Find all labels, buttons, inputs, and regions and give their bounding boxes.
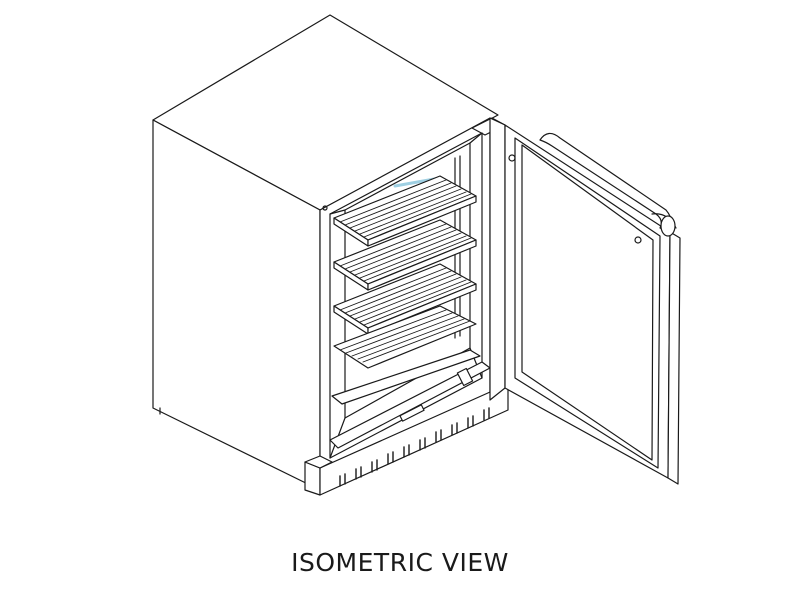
vent-slots	[339, 407, 490, 487]
drain-slot	[399, 404, 425, 422]
view-caption: ISOMETRIC VIEW	[291, 548, 509, 577]
shelf-1	[333, 175, 477, 247]
toe-kick-grille	[304, 383, 509, 496]
shelf-3	[333, 263, 477, 335]
wire-shelves	[331, 175, 481, 405]
open-door	[489, 117, 681, 485]
door-screw-bottom	[634, 236, 642, 244]
shelf-2	[333, 219, 477, 291]
lock-icon	[456, 367, 474, 387]
shelf-4	[333, 305, 477, 369]
fridge-isometric-drawing	[152, 14, 681, 496]
door-screw-top	[508, 154, 516, 162]
door-handle	[539, 132, 677, 237]
floor-tray	[331, 349, 481, 405]
